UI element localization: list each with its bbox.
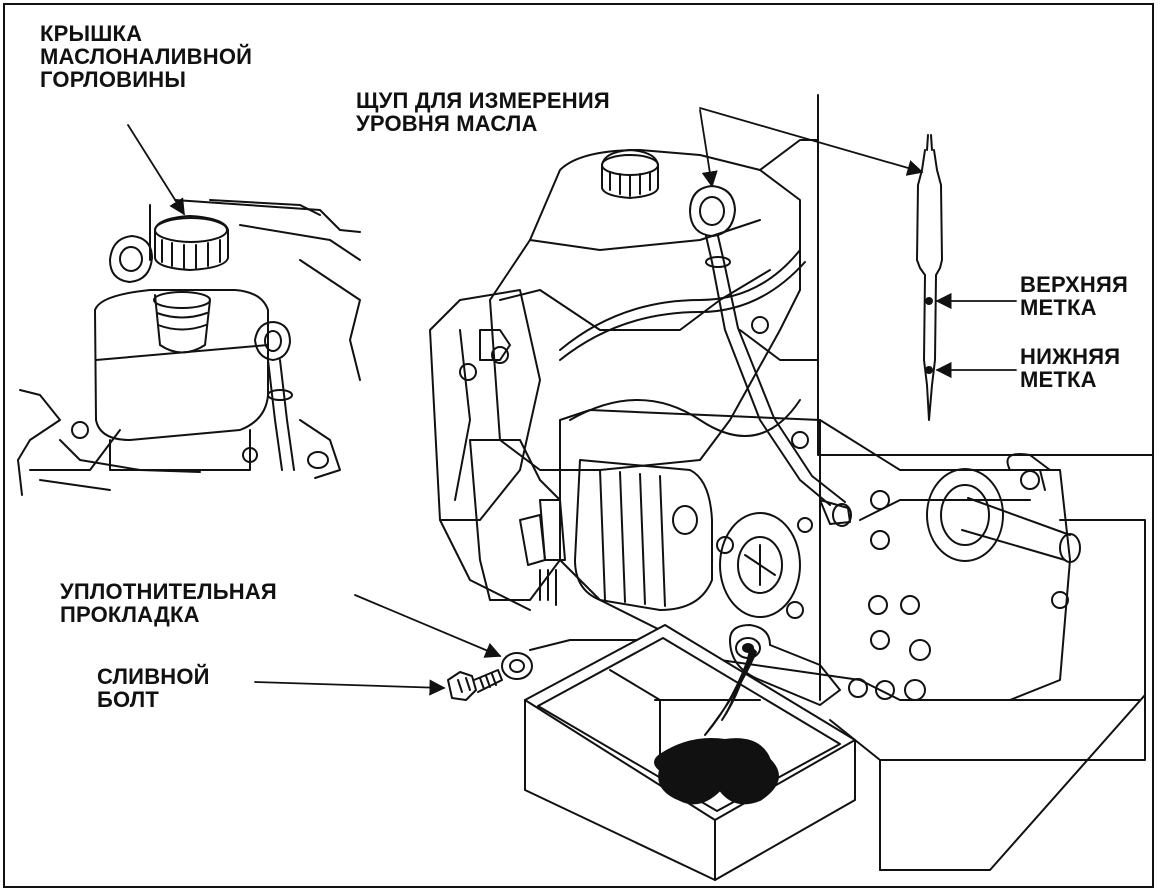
diagram-frame (3, 3, 1154, 888)
valve-cover-inset (94, 289, 269, 441)
drain-bolt (447, 671, 477, 701)
dipstick-on-engine (689, 185, 852, 527)
arrow-gasket (354, 594, 502, 658)
arrow-drain-bolt (254, 679, 446, 696)
filler-cap-inset (17, 199, 361, 496)
starter-motor (574, 459, 713, 611)
oil-drain-pan (524, 624, 856, 881)
engine-main (429, 139, 1081, 706)
lower-mark-dot (925, 366, 933, 374)
label-upper-mark: ВЕРХНЯЯ МЕТКА (1020, 272, 1128, 320)
arrow-filler-cap (127, 124, 185, 216)
crankcase (559, 409, 1071, 701)
upper-mark-dot (925, 297, 933, 305)
arrow-dipstick-engine (699, 109, 718, 188)
arrow-dipstick-detail (699, 107, 924, 176)
starter-end-cap (719, 512, 801, 618)
label-lower-mark: НИЖНЯЯ МЕТКА (1020, 344, 1121, 392)
label-sealing-gasket: УПЛОТНИТЕЛЬНАЯ ПРОКЛАДКА (60, 579, 277, 627)
engine-fill-cap (601, 149, 659, 199)
drain-parts (447, 652, 533, 701)
engine-base (529, 519, 1146, 871)
drain-boss (729, 624, 841, 706)
output-shaft (961, 497, 1071, 561)
filler-cap (154, 215, 229, 271)
label-dipstick: ЩУП ДЛЯ ИЗМЕРЕНИЯ УРОВНЯ МАСЛА (356, 88, 610, 136)
dipstick-detail-panel (817, 94, 1153, 456)
leader-lines (127, 107, 1017, 696)
label-filler-cap: КРЫШКА МАСЛОНАЛИВНОЙ ГОРЛОВИНЫ (40, 21, 253, 92)
air-shroud (429, 289, 541, 521)
dipstick-detail (916, 149, 943, 421)
cylinder-head (489, 149, 801, 471)
sealing-washer (501, 652, 533, 680)
crankshaft-boss (926, 468, 1004, 562)
dipstick-panel-border (817, 94, 1153, 456)
label-drain-bolt: СЛИВНОЙ БОЛТ (97, 664, 210, 712)
oil-puddle (654, 738, 779, 805)
